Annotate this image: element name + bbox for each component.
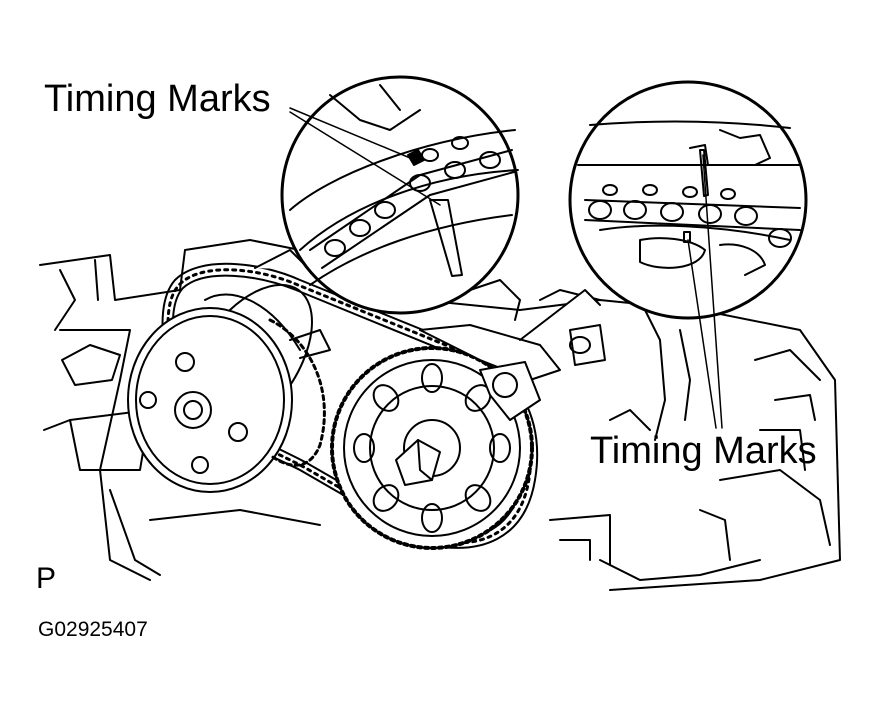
left-zoom-callout: [254, 75, 520, 315]
left-cam-sprocket: [268, 318, 326, 467]
left-timing-mark: [429, 199, 463, 277]
right-timing-mark-upper: [699, 149, 709, 197]
timing-marks-label-top: Timing Marks: [44, 78, 271, 120]
timing-marks-label-bottom: Timing Marks: [590, 430, 817, 472]
right-zoom-chain: [584, 184, 801, 248]
figure-code: G02925407: [38, 618, 148, 641]
right-cam-sprocket: [330, 346, 534, 550]
right-zoom-callout: [519, 80, 808, 341]
left-cam-phaser: [127, 283, 331, 493]
engine-block: [39, 239, 841, 591]
view-letter: P: [36, 562, 57, 595]
right-timing-mark-lower: [683, 231, 691, 243]
chain-guide: [419, 324, 561, 421]
leader-lines: [289, 107, 723, 429]
sprocket-holes: [353, 363, 511, 533]
left-zoom-chain: [309, 136, 515, 269]
